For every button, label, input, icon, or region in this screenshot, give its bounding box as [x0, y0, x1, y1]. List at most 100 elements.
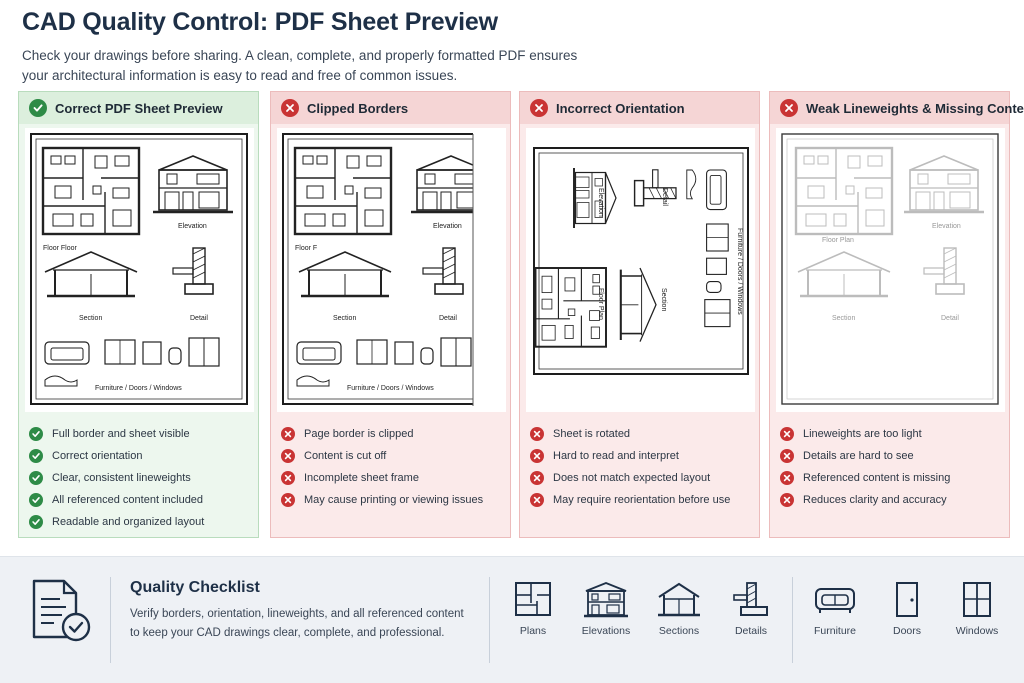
sheet-label: Elevation — [597, 188, 604, 217]
x-circle-icon — [281, 471, 295, 485]
sheet-preview-weak: Floor Plan Elevation Section Detail — [776, 128, 1005, 412]
sheet-label: Floor F — [295, 245, 317, 252]
sheet-border — [533, 147, 749, 375]
list-item: Reduces clarity and accuracy — [780, 489, 1005, 511]
sheet-border — [781, 133, 999, 405]
plans-icon — [515, 582, 551, 616]
checklist-points: Full border and sheet visible Correct or… — [29, 423, 254, 533]
sheet-label: Section — [660, 288, 667, 311]
doors-icon — [896, 582, 918, 617]
checklist-text: Verify borders, orientation, lineweights… — [130, 608, 464, 639]
legend-windows: Windows — [942, 581, 1012, 637]
check-circle-icon — [29, 427, 43, 441]
x-circle-icon — [530, 449, 544, 463]
sheet-label: Elevation — [433, 223, 462, 230]
list-item: All referenced content included — [29, 489, 254, 511]
sheet-preview-clipped: Floor F Elevation Section Detail Furnitu… — [277, 128, 506, 412]
footer-divider — [489, 577, 490, 663]
card-title: Correct PDF Sheet Preview — [55, 100, 223, 116]
sheet-label: Detail — [941, 315, 959, 322]
sheet-label: Floor Floor — [43, 245, 78, 252]
x-circle-icon — [281, 99, 299, 117]
document-check-icon — [30, 579, 94, 650]
sections-icon — [658, 582, 700, 617]
x-circle-icon — [780, 493, 794, 507]
x-circle-icon — [281, 427, 295, 441]
card-header: Correct PDF Sheet Preview — [19, 92, 258, 124]
x-circle-icon — [281, 449, 295, 463]
list-item: Referenced content is missing — [780, 467, 1005, 489]
sheet-label: Furniture / Doors / Windows — [736, 228, 743, 315]
legend-label: Details — [734, 625, 768, 637]
sheet-drawing: Elevation Detail Floor Plan Section Furn… — [533, 147, 749, 375]
card-title: Weak Lineweights & Missing Content — [806, 100, 1024, 116]
legend-sections: Sections — [644, 581, 714, 637]
x-circle-icon — [780, 99, 798, 117]
issue-points: Lineweights are too light Details are ha… — [780, 423, 1005, 511]
legend-plans: Plans — [498, 581, 568, 637]
card-header: Clipped Borders — [271, 92, 510, 124]
sheet-label: Elevation — [178, 223, 207, 230]
quality-checklist-footer: Quality Checklist Verify borders, orient… — [0, 556, 1024, 683]
card-clipped-borders: Clipped Borders Floor F Elevation Sectio… — [270, 91, 511, 538]
legend-label: Furniture — [813, 625, 856, 637]
comparison-cards: Correct PDF Sheet Preview Floor Floor El… — [18, 91, 1024, 538]
x-circle-icon — [530, 99, 548, 117]
list-item: Page border is clipped — [281, 423, 506, 445]
card-header: Incorrect Orientation — [520, 92, 759, 124]
sheet-label: Elevation — [932, 223, 961, 230]
footer-divider — [110, 577, 111, 663]
legend-label: Plans — [519, 625, 547, 637]
sheet-label: Section — [832, 315, 855, 322]
x-circle-icon — [530, 427, 544, 441]
sheet-preview-correct: Floor Floor Elevation Section Detail Fur… — [25, 128, 254, 412]
issue-points: Sheet is rotated Hard to read and interp… — [530, 423, 755, 511]
list-item: Readable and organized layout — [29, 511, 254, 533]
sheet-label: Detail — [439, 315, 457, 322]
sheet-label: Floor Plan — [822, 237, 854, 244]
check-circle-icon — [29, 471, 43, 485]
list-item: Details are hard to see — [780, 445, 1005, 467]
furniture-icon — [815, 588, 855, 613]
sheet-label: Section — [79, 315, 102, 322]
check-circle-icon — [29, 99, 47, 117]
checklist-title: Quality Checklist — [130, 579, 260, 596]
sheet-drawing: Floor F Elevation Section Detail Furnitu… — [282, 133, 474, 406]
list-item: May require reorientation before use — [530, 489, 755, 511]
list-item: May cause printing or viewing issues — [281, 489, 506, 511]
page-title: CAD Quality Control: PDF Sheet Preview — [22, 8, 498, 36]
legend-details: Details — [716, 581, 786, 637]
card-correct-preview: Correct PDF Sheet Preview Floor Floor El… — [18, 91, 259, 538]
list-item: Correct orientation — [29, 445, 254, 467]
sheet-label: Furniture / Doors / Windows — [347, 385, 434, 392]
card-weak-lineweights: Weak Lineweights & Missing Content Floor… — [769, 91, 1024, 538]
list-item: Hard to read and interpret — [530, 445, 755, 467]
list-item: Clear, consistent lineweights — [29, 467, 254, 489]
x-circle-icon — [530, 493, 544, 507]
sheet-drawing: Floor Floor Elevation Section Detail Fur… — [30, 133, 248, 405]
sheet-drawing: Floor Plan Elevation Section Detail — [781, 133, 999, 405]
legend-furniture: Furniture — [800, 581, 870, 637]
legend-label: Sections — [658, 625, 700, 637]
details-icon — [733, 582, 768, 616]
page-header: CAD Quality Control: PDF Sheet Preview C… — [22, 8, 1002, 86]
legend-label: Windows — [955, 625, 999, 637]
list-item: Content is cut off — [281, 445, 506, 467]
check-circle-icon — [29, 449, 43, 463]
page-subtitle: Check your drawings before sharing. A cl… — [22, 48, 578, 83]
legend-label: Doors — [892, 625, 921, 637]
x-circle-icon — [530, 471, 544, 485]
card-title: Clipped Borders — [307, 100, 409, 116]
x-circle-icon — [780, 427, 794, 441]
x-circle-icon — [281, 493, 295, 507]
sheet-label: Detail — [190, 315, 208, 322]
x-circle-icon — [780, 449, 794, 463]
windows-icon — [963, 582, 991, 617]
sheet-label: Detail — [661, 188, 668, 206]
elevations-icon — [584, 582, 628, 618]
list-item: Lineweights are too light — [780, 423, 1005, 445]
list-item: Incomplete sheet frame — [281, 467, 506, 489]
check-circle-icon — [29, 493, 43, 507]
sheet-label: Furniture / Doors / Windows — [95, 385, 182, 392]
list-item: Full border and sheet visible — [29, 423, 254, 445]
